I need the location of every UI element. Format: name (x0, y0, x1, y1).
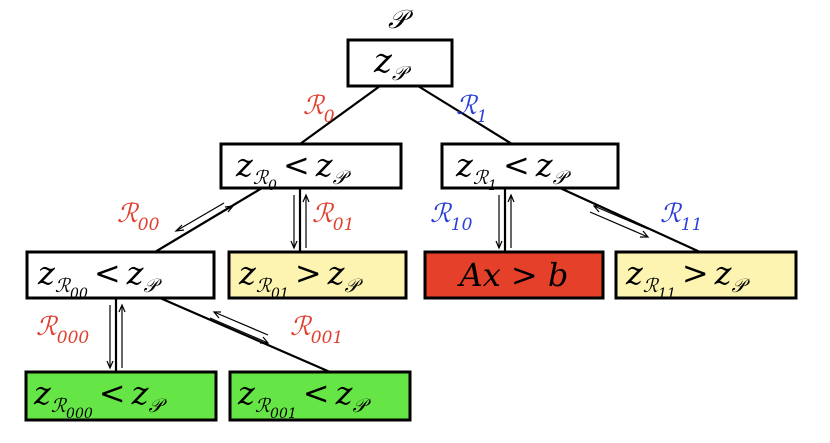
arrow-r001-down (209, 317, 269, 344)
arrow-r01-down-head (290, 240, 298, 250)
arrow-r00-down-head (174, 224, 185, 232)
arrow-r10-up-head (507, 193, 515, 203)
node-r10-box (423, 250, 605, 300)
node-r001: zℛ001<z𝒫 (228, 370, 412, 422)
arrow-r11-up (593, 205, 649, 230)
arrow-r000-up-head (118, 303, 126, 313)
node-r00-box (25, 250, 216, 300)
arrow-r00-up (180, 205, 234, 237)
arrow-r11-up-head (592, 205, 601, 213)
node-r10-text: Ax > b (457, 256, 569, 294)
edge-label-r11: ℛ11 (660, 199, 702, 235)
node-r0-box (219, 142, 403, 190)
double-arrows (106, 193, 650, 370)
arrow-r00-down (175, 202, 225, 232)
edge-label-r001: ℛ001 (290, 312, 343, 348)
node-r11: zℛ11>z𝒫 (614, 250, 798, 302)
arrow-r10-down-head (495, 240, 503, 250)
edge-label-r1: ℛ1 (456, 91, 488, 127)
node-r11-box (614, 250, 798, 300)
edge-label-r01: ℛ01 (312, 199, 354, 235)
node-r01-box (227, 250, 408, 300)
arrow-r001-up-head (212, 311, 221, 319)
edge-labels: ℛ0 ℛ1 ℛ00 ℛ01 ℛ10 ℛ11 ℛ000 ℛ001 (36, 91, 702, 348)
node-r001-box (228, 370, 412, 422)
arrow-r11-down-head (640, 230, 650, 238)
root-box (346, 38, 454, 88)
arrow-r11-down (589, 211, 649, 238)
node-r01-text: zℛ01>z𝒫 (238, 254, 364, 302)
edge-root-r1 (417, 85, 513, 145)
node-r1: zℛ1<z𝒫 (440, 142, 620, 194)
arrow-r00-up-head (224, 205, 235, 213)
node-r01: zℛ01>z𝒫 (227, 250, 408, 302)
node-r000: zℛ000<z𝒫 (24, 370, 218, 422)
edge-r1-r11 (559, 186, 701, 254)
node-r00: zℛ00<z𝒫 (25, 250, 216, 302)
node-r10: Ax > b (423, 250, 605, 300)
edge-label-r000: ℛ000 (36, 312, 89, 348)
arrow-r001-down-head (260, 336, 270, 344)
edge-root-r0 (299, 85, 381, 145)
node-r0-text: zℛ0<z𝒫 (235, 146, 352, 194)
edge-label-r00: ℛ00 (117, 199, 160, 235)
node-r0: zℛ0<z𝒫 (219, 142, 403, 194)
node-r001-text: zℛ001<z𝒫 (237, 374, 371, 422)
root-node: 𝒫 z𝒫 (346, 5, 454, 88)
edge-label-r0: ℛ0 (303, 91, 335, 127)
root-label: 𝒫 (388, 5, 414, 35)
node-r000-box (24, 370, 218, 422)
arrow-r000-down-head (106, 360, 114, 370)
edge-r00-r001 (159, 296, 331, 374)
arrow-r001-up (213, 311, 269, 336)
arrow-r01-up-head (302, 193, 310, 203)
tree-edges (114, 85, 701, 374)
edge-label-r10: ℛ10 (430, 199, 473, 235)
node-r1-box (440, 142, 620, 190)
